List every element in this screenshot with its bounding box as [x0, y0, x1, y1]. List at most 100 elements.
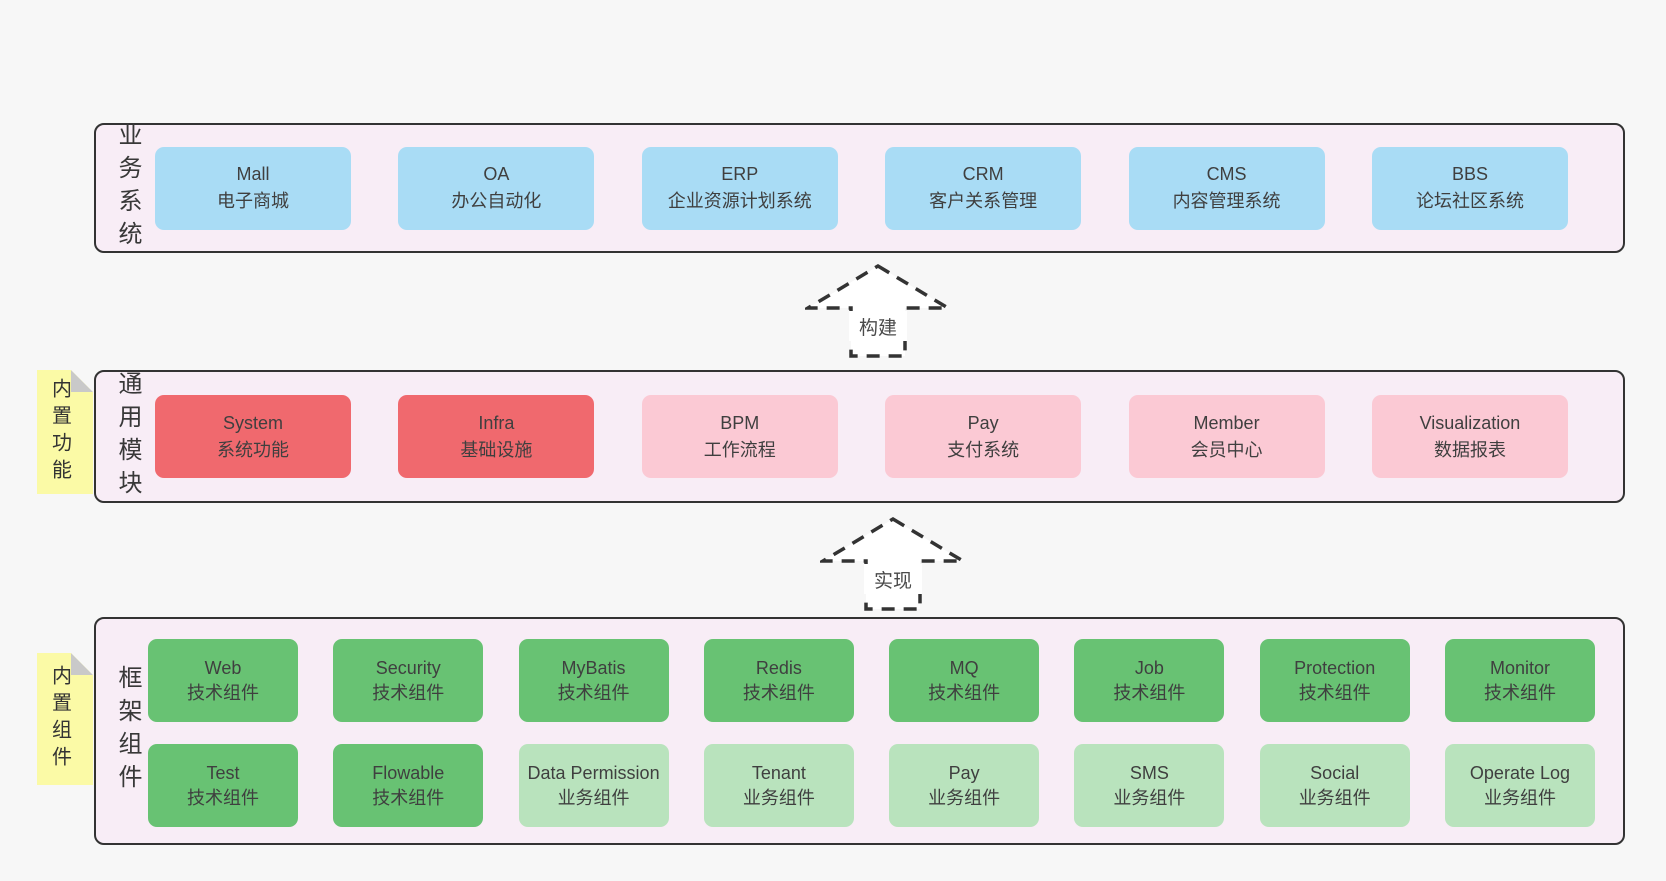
card-tenant-title: Tenant: [751, 763, 806, 784]
card-data-permission-title: Data Permission: [527, 763, 660, 784]
note-built-in-functions: 内置功能: [37, 370, 93, 494]
card-pay-component-title: Pay: [948, 763, 980, 784]
card-mall: Mall 电子商城: [155, 146, 351, 230]
card-sms: SMS 业务组件: [1074, 744, 1225, 827]
card-member-title: Member: [1193, 412, 1260, 433]
card-protection-subtitle: 技术组件: [1298, 682, 1371, 703]
card-erp-title: ERP: [721, 164, 759, 184]
card-oa: OA 办公自动化: [398, 146, 595, 230]
card-oa-title: OA: [483, 164, 510, 184]
card-redis-title: Redis: [755, 658, 802, 679]
card-oa-subtitle: 办公自动化: [451, 191, 542, 211]
business-systems-row: Mall 电子商城 OA 办公自动化 ERP 企业资源计划系统 CRM 客户关系…: [155, 125, 1568, 251]
card-redis-subtitle: 技术组件: [742, 682, 815, 703]
implement-arrow-label-bg: [864, 564, 922, 594]
card-erp-subtitle: 企业资源计划系统: [667, 191, 812, 211]
card-erp: ERP 企业资源计划系统: [641, 146, 838, 230]
card-mq-title: MQ: [949, 658, 979, 679]
implement-arrow-label: 实现: [874, 570, 912, 592]
note-built-in-components: 内置组件: [37, 653, 93, 785]
card-system-subtitle: 系统功能: [217, 439, 289, 460]
card-member: Member 会员中心: [1128, 395, 1325, 478]
card-security: Security 技术组件: [333, 639, 484, 722]
card-data-permission: Data Permission 业务组件: [518, 744, 669, 827]
card-bbs: BBS 论坛社区系统: [1371, 146, 1568, 230]
card-mq: MQ 技术组件: [889, 639, 1040, 722]
card-mall-subtitle: 电子商城: [217, 191, 289, 211]
card-cms: CMS 内容管理系统: [1128, 146, 1325, 230]
build-arrow-label: 构建: [859, 317, 897, 339]
card-monitor: Monitor 技术组件: [1444, 639, 1595, 722]
card-social-title: Social: [1310, 763, 1360, 784]
card-test: Test 技术组件: [148, 744, 298, 827]
card-system-title: System: [222, 412, 283, 433]
card-bpm-title: BPM: [720, 412, 760, 433]
card-pay-component-subtitle: 业务组件: [928, 787, 1001, 808]
card-operate-log: Operate Log 业务组件: [1444, 744, 1595, 827]
card-flowable-title: Flowable: [372, 763, 445, 784]
card-data-permission-subtitle: 业务组件: [557, 787, 630, 808]
card-sms-title: SMS: [1129, 763, 1169, 784]
card-pay-module-title: Pay: [967, 412, 999, 433]
card-protection-title: Protection: [1294, 658, 1376, 679]
card-crm-title: CRM: [962, 164, 1004, 184]
layer-common-modules-label: 通用模块: [114, 370, 141, 503]
card-redis: Redis 技术组件: [703, 639, 854, 722]
card-infra-subtitle: 基础设施: [460, 439, 533, 460]
layer-framework-components-label: 框架组件: [114, 665, 141, 797]
card-tenant: Tenant 业务组件: [703, 744, 854, 827]
card-bpm: BPM 工作流程: [641, 395, 838, 478]
card-social: Social 业务组件: [1259, 744, 1410, 827]
card-infra-title: Infra: [478, 412, 515, 433]
card-crm-subtitle: 客户关系管理: [929, 191, 1038, 211]
card-pay-module-subtitle: 支付系统: [947, 439, 1020, 460]
card-operate-log-title: Operate Log: [1469, 763, 1570, 784]
framework-components-row-1: Web 技术组件 Security 技术组件 MyBatis 技术组件 Redi…: [148, 639, 1595, 722]
card-job-title: Job: [1134, 658, 1164, 679]
card-test-subtitle: 技术组件: [187, 787, 259, 808]
card-bpm-subtitle: 工作流程: [703, 439, 776, 460]
framework-components-row-2: Test 技术组件 Flowable 技术组件 Data Permission …: [148, 744, 1595, 827]
note-built-in-components-text: 内置组件: [48, 665, 71, 773]
card-web-title: Web: [204, 658, 242, 679]
card-system: System 系统功能: [155, 395, 351, 478]
card-operate-log-subtitle: 业务组件: [1483, 787, 1556, 808]
card-sms-subtitle: 业务组件: [1113, 787, 1186, 808]
card-infra: Infra 基础设施: [398, 395, 595, 478]
card-test-title: Test: [206, 763, 240, 784]
card-mybatis-subtitle: 技术组件: [557, 682, 630, 703]
card-web-subtitle: 技术组件: [187, 682, 259, 703]
card-bbs-title: BBS: [1451, 164, 1488, 184]
note-built-in-functions-text: 内置功能: [48, 378, 71, 486]
card-monitor-subtitle: 技术组件: [1483, 682, 1556, 703]
card-security-title: Security: [375, 658, 441, 679]
card-mybatis: MyBatis 技术组件: [518, 639, 669, 722]
build-arrow-label-bg: [849, 311, 907, 341]
layer-business-systems: 业务系统 Mall 电子商城 OA 办公自动化 ERP 企业资源计划系统 CRM…: [94, 122, 1625, 254]
build-arrow-up: 构建: [805, 263, 951, 358]
common-modules-row: System 系统功能 Infra 基础设施 BPM 工作流程 Pay 支付系统…: [155, 372, 1568, 501]
card-job: Job 技术组件: [1074, 639, 1225, 722]
card-cms-subtitle: 内容管理系统: [1172, 191, 1281, 211]
card-tenant-subtitle: 业务组件: [742, 787, 815, 808]
layer-business-systems-label: 业务系统: [114, 122, 141, 254]
card-visualization: Visualization 数据报表: [1371, 395, 1568, 478]
card-job-subtitle: 技术组件: [1113, 682, 1186, 703]
note-fold-corner-icon: [71, 653, 93, 675]
layer-common-modules: 通用模块 System 系统功能 Infra 基础设施 BPM 工作流程 Pay…: [94, 370, 1625, 503]
card-bbs-subtitle: 论坛社区系统: [1415, 191, 1524, 211]
card-web: Web 技术组件: [148, 639, 298, 722]
card-security-subtitle: 技术组件: [372, 682, 445, 703]
card-mall-title: Mall: [236, 164, 270, 184]
card-monitor-title: Monitor: [1489, 658, 1550, 679]
card-visualization-subtitle: 数据报表: [1433, 439, 1506, 460]
card-flowable: Flowable 技术组件: [333, 744, 484, 827]
card-member-subtitle: 会员中心: [1190, 439, 1263, 460]
card-protection: Protection 技术组件: [1259, 639, 1410, 722]
card-cms-title: CMS: [1206, 164, 1247, 184]
card-pay-module: Pay 支付系统: [885, 395, 1082, 478]
card-mybatis-title: MyBatis: [561, 658, 626, 679]
layer-framework-components: 框架组件 Web 技术组件 Security 技术组件 MyBatis 技术组件…: [94, 617, 1625, 845]
card-pay-component: Pay 业务组件: [889, 744, 1040, 827]
